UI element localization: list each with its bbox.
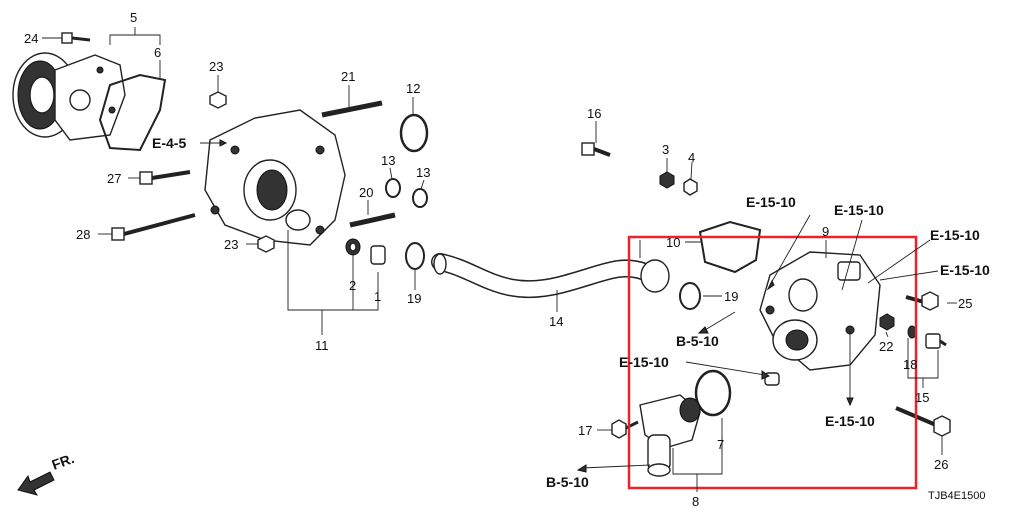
callout-19-right: 19 xyxy=(724,289,738,304)
bolt-25 xyxy=(905,291,939,311)
callout-19-left: 19 xyxy=(407,291,421,306)
callout-20: 20 xyxy=(359,185,373,200)
callout-16: 16 xyxy=(587,106,601,121)
bolt-17 xyxy=(611,419,639,439)
callout-18: 18 xyxy=(903,357,917,372)
ref-e-15-10-d[interactable]: E-15-10 xyxy=(940,262,990,278)
o-ring-12 xyxy=(399,113,429,153)
cap-1 xyxy=(370,245,386,265)
callout-14: 14 xyxy=(549,314,563,329)
callout-12: 12 xyxy=(406,81,420,96)
callout-6: 6 xyxy=(154,45,161,60)
ref-e-15-10-b[interactable]: E-15-10 xyxy=(834,202,884,218)
bolt-26 xyxy=(895,406,951,437)
o-ring-7 xyxy=(694,369,732,417)
callout-23-lower: 23 xyxy=(224,237,238,252)
bolt-28 xyxy=(111,213,196,241)
bolt-24 xyxy=(61,32,91,44)
thermostat-8 xyxy=(639,394,701,477)
ref-b-5-10-b[interactable]: B-5-10 xyxy=(546,474,589,490)
stud-21 xyxy=(321,100,383,118)
callout-15: 15 xyxy=(915,390,929,405)
callout-7: 7 xyxy=(717,437,724,452)
ref-e-15-10-a[interactable]: E-15-10 xyxy=(746,194,796,210)
washer-4 xyxy=(683,178,698,196)
reference-arrows xyxy=(200,139,939,473)
callout-28: 28 xyxy=(76,227,90,242)
callout-11: 11 xyxy=(315,338,329,353)
callout-10: 10 xyxy=(666,235,680,250)
ref-e-4-5[interactable]: E-4-5 xyxy=(152,135,186,151)
nut-3 xyxy=(659,171,675,189)
water-passage-housing xyxy=(204,109,346,246)
callout-17: 17 xyxy=(578,423,592,438)
ref-e-15-10-e[interactable]: E-15-10 xyxy=(619,354,669,370)
bolt-23-upper xyxy=(209,91,227,109)
callout-5: 5 xyxy=(130,10,137,25)
callout-4: 4 xyxy=(688,150,695,165)
callout-25: 25 xyxy=(958,296,972,311)
stud-20 xyxy=(349,212,396,228)
water-hose xyxy=(431,253,670,299)
callout-8: 8 xyxy=(692,494,699,507)
front-direction-arrow-icon xyxy=(17,471,55,496)
callout-13-b: 13 xyxy=(416,165,430,180)
highlight-box xyxy=(627,235,918,490)
bolt-23-lower xyxy=(257,235,275,253)
callout-2: 2 xyxy=(349,278,356,293)
callout-1: 1 xyxy=(374,289,381,304)
bolt-27 xyxy=(139,170,191,185)
callout-21: 21 xyxy=(341,69,355,84)
gasket-10 xyxy=(698,220,762,274)
diagram-code: TJB4E1500 xyxy=(928,490,985,502)
callout-23-upper: 23 xyxy=(209,59,223,74)
callout-24: 24 xyxy=(24,31,38,46)
leader-lines xyxy=(42,27,957,492)
callout-9: 9 xyxy=(822,224,829,239)
pump-gasket xyxy=(98,73,167,152)
callout-22: 22 xyxy=(879,339,893,354)
water-pump xyxy=(12,52,126,141)
callout-26: 26 xyxy=(934,457,948,472)
sensor-15 xyxy=(925,333,947,349)
o-ring-19-left xyxy=(405,242,425,270)
front-label: FR. xyxy=(50,450,77,473)
water-outlet-housing xyxy=(759,251,881,371)
seal-2 xyxy=(345,238,361,256)
o-ring-19-right xyxy=(679,282,701,310)
front-indicator: FR. xyxy=(17,450,77,496)
ref-e-15-10-c[interactable]: E-15-10 xyxy=(930,227,980,243)
nut-22 xyxy=(879,313,895,331)
ref-b-5-10-a[interactable]: B-5-10 xyxy=(676,333,719,349)
bolt-16 xyxy=(581,142,611,157)
o-ring-13b xyxy=(412,188,428,208)
callout-13-a: 13 xyxy=(381,153,395,168)
ref-e-15-10-f[interactable]: E-15-10 xyxy=(825,413,875,429)
callout-27: 27 xyxy=(107,171,121,186)
callout-numbers: 1 2 3 4 5 6 7 8 9 10 11 12 13 13 14 15 1… xyxy=(24,10,972,507)
o-ring-13a xyxy=(385,178,401,198)
callout-3: 3 xyxy=(662,142,669,157)
reference-labels: E-4-5 E-15-10 E-15-10 E-15-10 E-15-10 E-… xyxy=(152,135,990,490)
